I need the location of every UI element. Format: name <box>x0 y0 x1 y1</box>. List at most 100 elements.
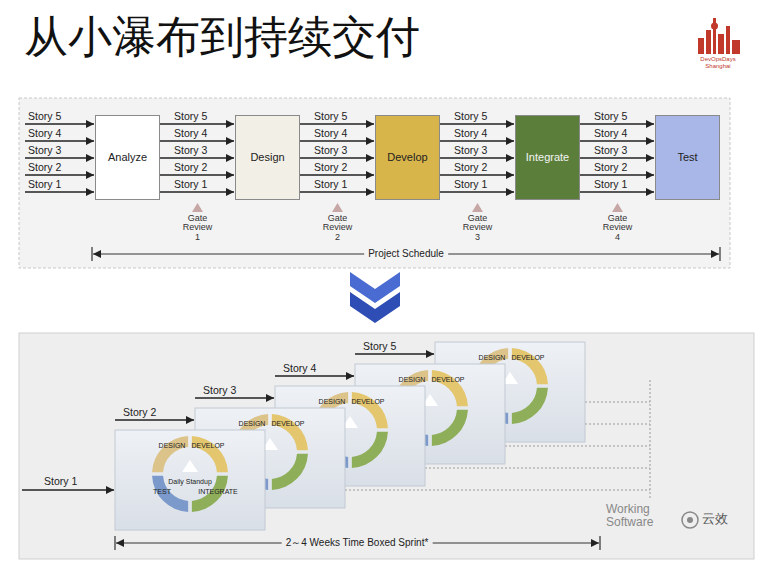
watermark: 云效 <box>702 512 728 526</box>
story-label: Story 3 <box>454 145 487 157</box>
process-box: Integrate <box>515 115 580 200</box>
story-label: Story 2 <box>28 162 61 174</box>
sprint-cards <box>22 342 585 530</box>
cycle-label: Daily Standup <box>168 478 212 486</box>
story-arrow <box>580 123 654 125</box>
story-arrow <box>580 191 654 193</box>
cycle-label: TEST <box>153 488 171 496</box>
logo <box>698 18 740 54</box>
story-label: Story 5 <box>594 111 627 123</box>
schedule-label: Project Schedule <box>364 248 448 259</box>
gate-triangles <box>192 203 623 212</box>
box-label: Test <box>677 151 697 163</box>
process-box: Design <box>235 115 300 200</box>
cycle-segment <box>352 392 388 428</box>
process-box: Test <box>655 115 720 200</box>
story-arrow <box>160 123 234 125</box>
watermark-icon <box>682 512 698 528</box>
story-arrow <box>440 191 514 193</box>
box-label: Design <box>250 151 284 163</box>
gate-label: Gate Review 1 <box>180 214 216 242</box>
cycle-label: INTEGRATE <box>198 488 238 496</box>
cycle-segment <box>512 348 548 384</box>
story-label: Story 4 <box>174 128 207 140</box>
box-label: Develop <box>387 151 427 163</box>
story-label: Story 2 <box>123 407 156 419</box>
story-arrow <box>440 123 514 125</box>
process-box: Develop <box>375 115 440 200</box>
bottom-panel <box>19 333 754 559</box>
cycle-segment <box>432 410 468 446</box>
story-label: Story 1 <box>454 179 487 191</box>
title: 从小瀑布到持续交付 <box>24 8 420 67</box>
story-label: Story 2 <box>594 162 627 174</box>
cycle-label: DEVELOP <box>431 376 464 384</box>
story-arrow <box>160 174 234 176</box>
cycle-label: DESIGN <box>239 420 266 428</box>
story-label: Story 5 <box>454 111 487 123</box>
story-label: Story 4 <box>283 363 316 375</box>
story-label: Story 1 <box>28 179 61 191</box>
story-arrow <box>580 157 654 159</box>
gate-label: Gate Review 3 <box>460 214 496 242</box>
schedule-bracket <box>92 247 720 261</box>
story-label: Story 4 <box>314 128 347 140</box>
story-arrow <box>195 397 274 399</box>
cycle-segment <box>192 436 228 472</box>
box-label: Integrate <box>526 151 569 163</box>
cycle-label: DESIGN <box>399 376 426 384</box>
story-arrow <box>300 157 374 159</box>
story-label: Story 5 <box>174 111 207 123</box>
story-label: Story 3 <box>174 145 207 157</box>
process-box: Analyze <box>95 115 160 200</box>
logo-text: DevOpsDays Shanghai <box>687 56 749 69</box>
cycle-label: DESIGN <box>479 354 506 362</box>
story-label: Story 5 <box>314 111 347 123</box>
story-arrow <box>300 123 374 125</box>
story-arrow <box>160 157 234 159</box>
story-arrow <box>275 375 354 377</box>
cycle-label: DEVELOP <box>271 420 304 428</box>
gate-label: Gate Review 2 <box>320 214 356 242</box>
story-arrow <box>355 353 434 355</box>
gate-label: Gate Review 4 <box>600 214 636 242</box>
cycle-label: DEVELOP <box>191 442 224 450</box>
story-label: Story 5 <box>363 341 396 353</box>
cycle-segment <box>272 454 308 490</box>
story-arrow <box>580 174 654 176</box>
box-label: Analyze <box>108 151 147 163</box>
story-arrow <box>300 140 374 142</box>
story-arrow <box>580 140 654 142</box>
story-arrow <box>440 140 514 142</box>
story-label: Story 2 <box>454 162 487 174</box>
story-label: Story 1 <box>594 179 627 191</box>
story-label: Story 3 <box>203 385 236 397</box>
sprint-card <box>115 430 265 530</box>
story-label: Story 4 <box>28 128 61 140</box>
top-panel <box>19 98 730 268</box>
story-label: Story 3 <box>594 145 627 157</box>
story-label: Story 4 <box>594 128 627 140</box>
story-arrow <box>300 174 374 176</box>
story-label: Story 2 <box>174 162 207 174</box>
cycle-segment <box>152 436 188 472</box>
cycle-segment <box>352 432 388 468</box>
story-arrow <box>160 140 234 142</box>
standup-triangle <box>182 460 198 472</box>
sprint-label: 2～4 Weeks Time Boxed Sprint* <box>282 537 433 548</box>
story-label: Story 5 <box>28 111 61 123</box>
cycle-label: DESIGN <box>319 398 346 406</box>
input-arrows <box>25 124 94 192</box>
story-label: Story 3 <box>314 145 347 157</box>
story-arrow <box>440 174 514 176</box>
story-label: Story 1 <box>314 179 347 191</box>
cycle-label: DEVELOP <box>351 398 384 406</box>
cycle-label: DEVELOP <box>511 354 544 362</box>
output-label: Working Software <box>606 503 674 528</box>
cycle-segment <box>272 414 308 450</box>
story-arrow <box>300 191 374 193</box>
